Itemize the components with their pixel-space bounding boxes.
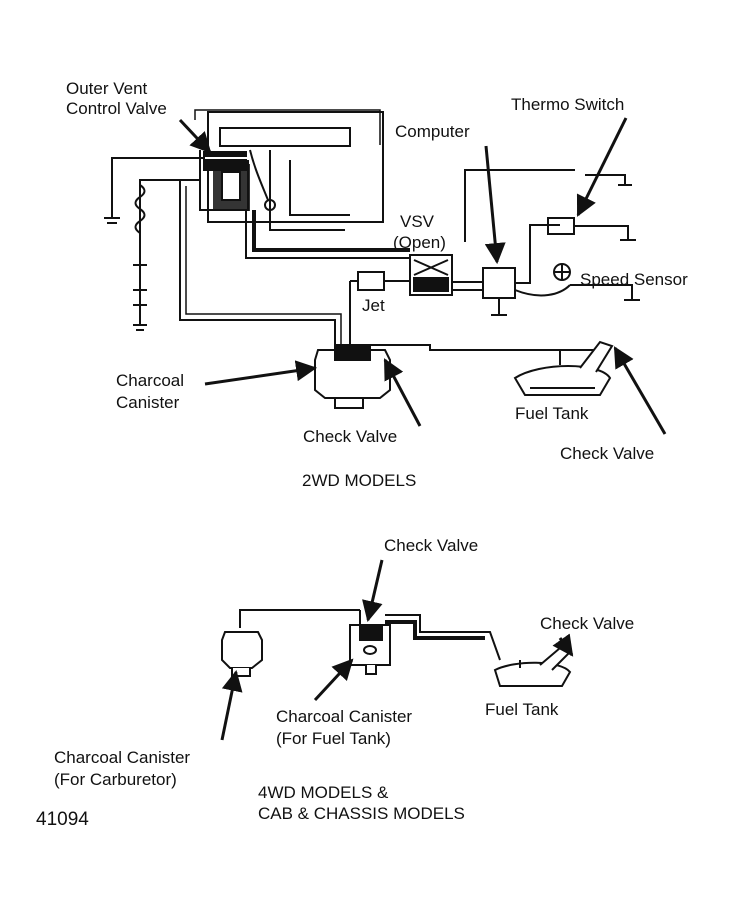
ground-wiring-left [104,157,205,331]
label-jet: Jet [362,296,385,315]
label-outer-vent-line1: Outer Vent [66,79,148,98]
label-check-valve-tank: Check Valve [560,444,655,463]
speed-sensor [514,263,640,301]
hose-carb-to-canister [179,109,410,345]
label-fuel-tank: Fuel Tank [515,404,589,423]
charcoal-canister-2wd [314,344,600,409]
label-vsv: VSV [400,212,435,231]
label-canister-carb-line1: Charcoal Canister [54,748,191,767]
label-canister: Canister [116,393,180,412]
label-outer-vent-line2: Control Valve [66,99,167,118]
label-canister-fuel-line2: (For Fuel Tank) [276,729,391,748]
hoses-4wd [239,609,501,661]
figure-number: 41094 [36,809,89,830]
thermo-switch [510,169,636,241]
label-thermo-switch: Thermo Switch [511,95,625,114]
computer-unit [452,169,560,316]
label-check-valve-right-4wd: Check Valve [540,614,635,633]
label-fuel-tank-4wd: Fuel Tank [485,700,559,719]
jet [349,271,410,345]
label-computer: Computer [395,122,470,141]
charcoal-canister-carburetor [221,631,263,677]
callout-arrows-top [178,117,667,435]
label-check-valve-canister: Check Valve [303,427,398,446]
caption-4wd-line1: 4WD MODELS & [258,783,389,802]
outer-vent-control-valve [195,151,250,171]
label-charcoal: Charcoal [116,371,185,390]
vsv-valve [409,254,453,296]
label-check-valve-top-4wd: Check Valve [384,536,479,555]
label-vsv-open: (Open) [393,233,446,252]
fuel-tank-4wd [493,646,572,687]
caption-4wd-line2: CAB & CHASSIS MODELS [258,804,465,823]
label-canister-carb-line2: (For Carburetor) [54,770,177,789]
caption-2wd: 2WD MODELS [302,471,417,490]
fuel-tank-2wd [513,340,614,396]
label-canister-fuel-line1: Charcoal Canister [276,707,413,726]
label-speed-sensor: Speed Sensor [580,270,688,289]
charcoal-canister-fuel-tank [349,624,391,675]
callout-arrows-bottom [220,559,574,741]
